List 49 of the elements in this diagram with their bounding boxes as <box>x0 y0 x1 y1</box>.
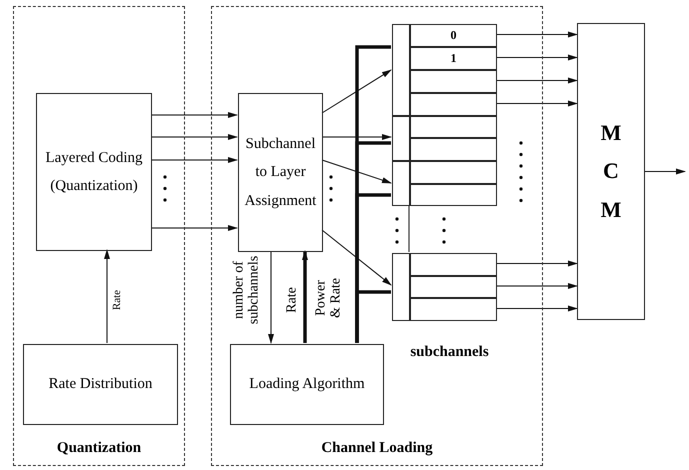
dashed-group-box <box>211 6 543 466</box>
process-box: Rate Distribution <box>23 344 178 425</box>
process-box: M C M <box>577 23 645 320</box>
edge-label: Rate <box>110 288 124 312</box>
subchannel-row <box>410 276 497 298</box>
arrow <box>150 112 238 118</box>
arrow <box>322 230 392 286</box>
subchannel-row <box>410 93 497 116</box>
arrow <box>322 160 392 184</box>
arrow <box>496 283 578 289</box>
edge-label: Rate <box>284 286 300 315</box>
arrow <box>496 306 578 312</box>
connector-line <box>355 290 391 343</box>
group-cell <box>392 24 410 116</box>
group-title: Quantization <box>56 440 142 457</box>
process-box: Subchannel to Layer Assignment <box>238 93 323 252</box>
group-cell <box>392 116 410 161</box>
bank-title: subchannels <box>410 344 489 361</box>
subchannel-row <box>410 298 497 321</box>
arrow <box>496 100 578 106</box>
group-title: Channel Loading <box>321 440 433 457</box>
arrow <box>268 250 274 344</box>
edge-label: Power & Rate <box>314 276 344 320</box>
arrow <box>644 168 686 174</box>
arrow <box>322 134 392 140</box>
arrow <box>496 260 578 266</box>
arrow <box>322 69 392 114</box>
subchannel-row <box>410 138 497 161</box>
arrow <box>496 32 578 38</box>
arrow <box>302 250 308 343</box>
subchannel-row <box>410 253 497 276</box>
dashed-group-box <box>13 6 185 466</box>
subchannel-row <box>410 116 497 138</box>
arrow <box>496 54 578 60</box>
arrow <box>104 249 110 344</box>
arrow <box>496 78 578 84</box>
group-cell <box>392 253 410 321</box>
arrow <box>150 225 238 231</box>
edge-label: number of subchannels <box>232 254 262 326</box>
group-cell <box>392 161 410 206</box>
arrow <box>150 157 238 163</box>
subchannel-row <box>410 184 497 206</box>
subchannel-row: 1 <box>410 47 497 70</box>
process-box: Loading Algorithm <box>230 344 384 425</box>
arrow <box>150 134 238 140</box>
subchannel-row: 0 <box>410 24 497 47</box>
subchannel-row <box>410 70 497 93</box>
subchannel-row <box>410 161 497 184</box>
process-box: Layered Coding (Quantization) <box>36 93 152 251</box>
